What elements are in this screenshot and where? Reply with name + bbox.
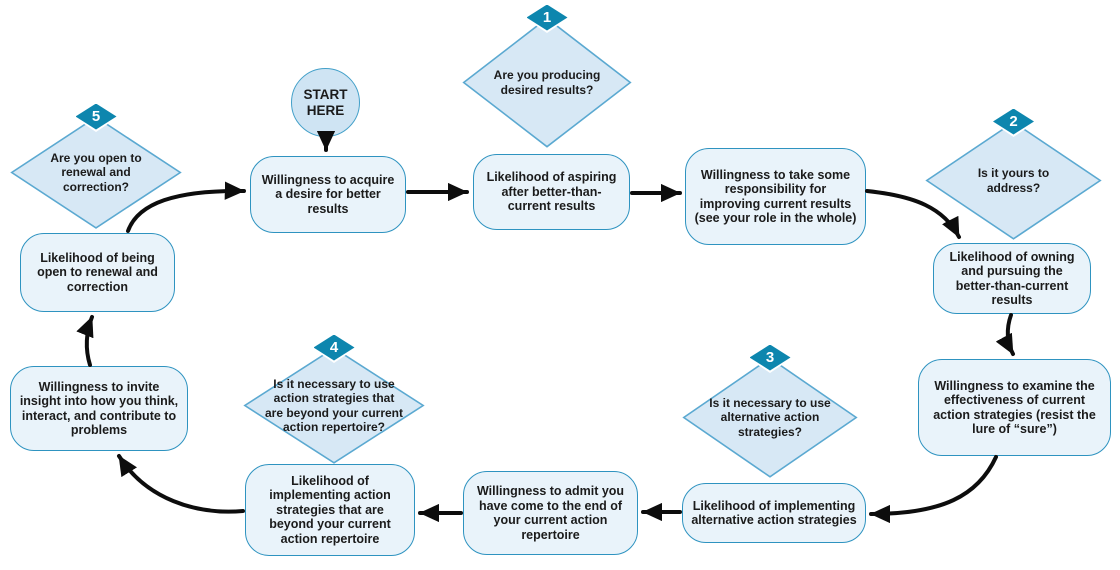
node-willingness-acquire: Willingness to acquire a desire for bett… — [250, 156, 406, 233]
decision-1-producing-results: 1 Are you producing desired results? — [462, 2, 632, 148]
node-likelihood-aspiring: Likelihood of aspiring after better-than… — [473, 154, 630, 230]
diamond-shape — [462, 17, 632, 148]
node-likelihood-renewal: Likelihood of being open to renewal and … — [20, 233, 175, 312]
node-label: Likelihood of being open to renewal and … — [37, 250, 158, 294]
arrow-owning-to-examine — [995, 313, 1015, 356]
arrow-beyond-to-insight — [117, 454, 245, 514]
diamond-shape — [925, 121, 1102, 240]
decision-4-beyond-repertoire: 4 Is it necessary to use action strategi… — [243, 332, 425, 464]
decision-number-badge: 4 — [311, 332, 357, 363]
node-label: Willingness to acquire a desire for bett… — [261, 172, 395, 216]
node-label: Likelihood of aspiring after better-than… — [486, 170, 617, 214]
decision-number: 1 — [542, 9, 552, 26]
node-willingness-responsibility: Willingness to take some responsibility … — [685, 148, 866, 245]
arrow-examine-to-alternative — [869, 455, 998, 524]
decision-label: Are you producing desired results? — [493, 68, 601, 97]
decision-label: Is it necessary to use alternative actio… — [709, 396, 831, 439]
decision-5-open-to-renewal: 5 Are you open to renewal and correction… — [10, 101, 182, 229]
node-label: Willingness to take some responsibility … — [694, 167, 857, 226]
decision-number-badge: 2 — [990, 106, 1037, 137]
decision-number-badge: 5 — [73, 101, 119, 132]
decision-number: 3 — [765, 349, 775, 366]
node-label: Likelihood of owning and pursuing the be… — [949, 249, 1075, 308]
node-label: Likelihood of implementing alternative a… — [691, 498, 857, 528]
node-label: Willingness to invite insight into how y… — [19, 379, 179, 438]
node-willingness-insight: Willingness to invite insight into how y… — [10, 366, 188, 451]
diamond-shape — [682, 357, 858, 478]
start-here-label: START HERE — [303, 86, 348, 118]
diamond-shape — [243, 347, 425, 464]
decision-label: Are you open to renewal and correction? — [50, 151, 142, 194]
decision-number: 5 — [91, 108, 101, 125]
decision-3-alternative-strategies: 3 Is it necessary to use alternative act… — [682, 342, 858, 478]
decision-2-yours-to-address: 2 Is it yours to address? — [925, 106, 1102, 240]
node-label: Willingness to examine the effectiveness… — [933, 378, 1096, 437]
node-willingness-admit: Willingness to admit you have come to th… — [463, 471, 638, 555]
node-likelihood-alternative: Likelihood of implementing alternative a… — [682, 483, 866, 543]
decision-number-badge: 1 — [524, 2, 570, 33]
decision-label: Is it yours to address? — [977, 166, 1050, 195]
decision-label: Is it necessary to use action strategies… — [264, 377, 404, 434]
decision-number: 4 — [329, 339, 339, 356]
start-here-node: START HERE — [291, 68, 360, 137]
node-label: Willingness to admit you have come to th… — [476, 484, 625, 542]
node-willingness-examine: Willingness to examine the effectiveness… — [918, 359, 1111, 456]
arrow-insight-to-renewal — [76, 315, 94, 367]
decision-number: 2 — [1009, 113, 1018, 130]
node-likelihood-beyond: Likelihood of implementing action strate… — [245, 464, 415, 556]
node-label: Likelihood of implementing action strate… — [269, 473, 391, 546]
decision-number-badge: 3 — [747, 342, 793, 373]
node-likelihood-owning: Likelihood of owning and pursuing the be… — [933, 243, 1091, 314]
